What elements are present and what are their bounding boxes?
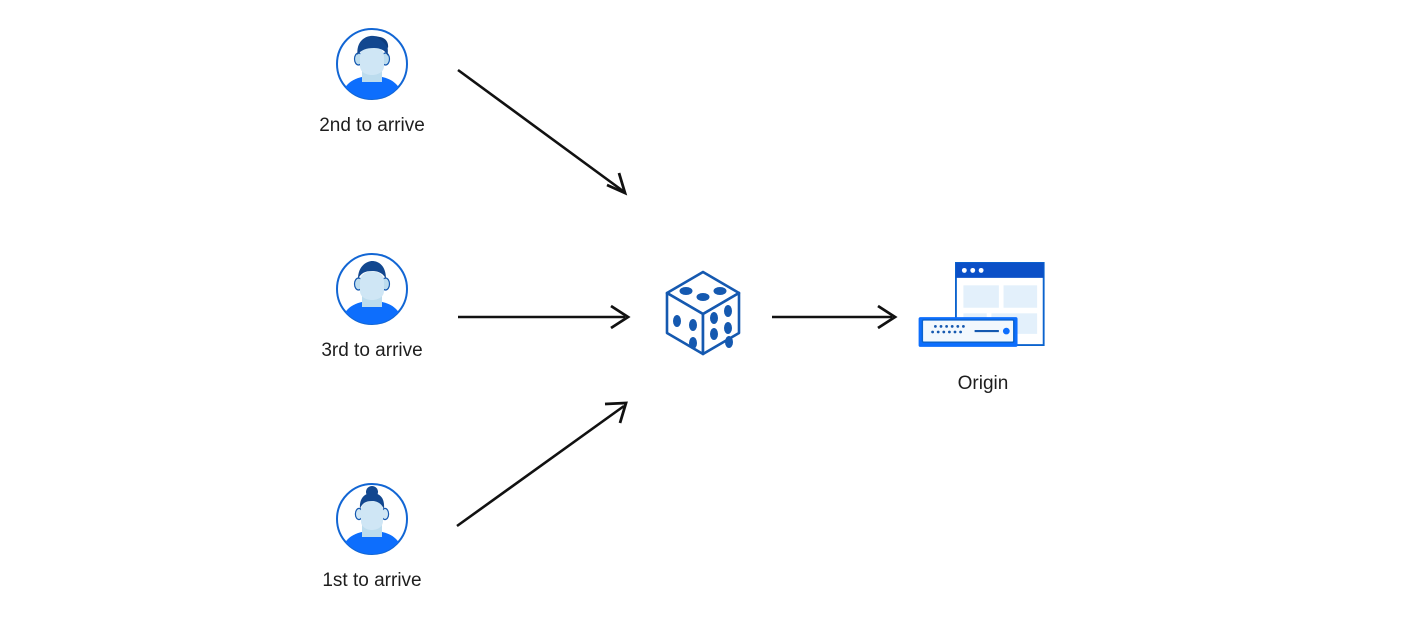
arrow-2nd-to-dice (457, 68, 628, 196)
server-device-icon (918, 317, 1018, 347)
arrow-dice-to-origin (772, 304, 898, 330)
node-visitor-2nd[interactable]: 2nd to arrive (292, 26, 452, 138)
node-label-visitor-2nd: 2nd to arrive (319, 115, 425, 136)
origin-server-icon (918, 262, 1045, 347)
node-origin[interactable]: Origin (888, 256, 1078, 396)
dice-icon (665, 270, 741, 356)
node-label-visitor-3rd: 3rd to arrive (321, 340, 423, 361)
node-label-origin: Origin (957, 373, 1009, 394)
node-randomizer[interactable] (661, 268, 751, 358)
user-avatar-icon (336, 28, 408, 100)
arrow-1st-to-dice (456, 401, 628, 528)
arrow-3rd-to-dice (458, 304, 631, 330)
user-avatar-icon (336, 483, 408, 555)
node-visitor-3rd[interactable]: 3rd to arrive (292, 251, 452, 363)
node-label-visitor-1st: 1st to arrive (322, 570, 422, 591)
node-visitor-1st[interactable]: 1st to arrive (292, 481, 452, 593)
user-avatar-icon (336, 253, 408, 325)
